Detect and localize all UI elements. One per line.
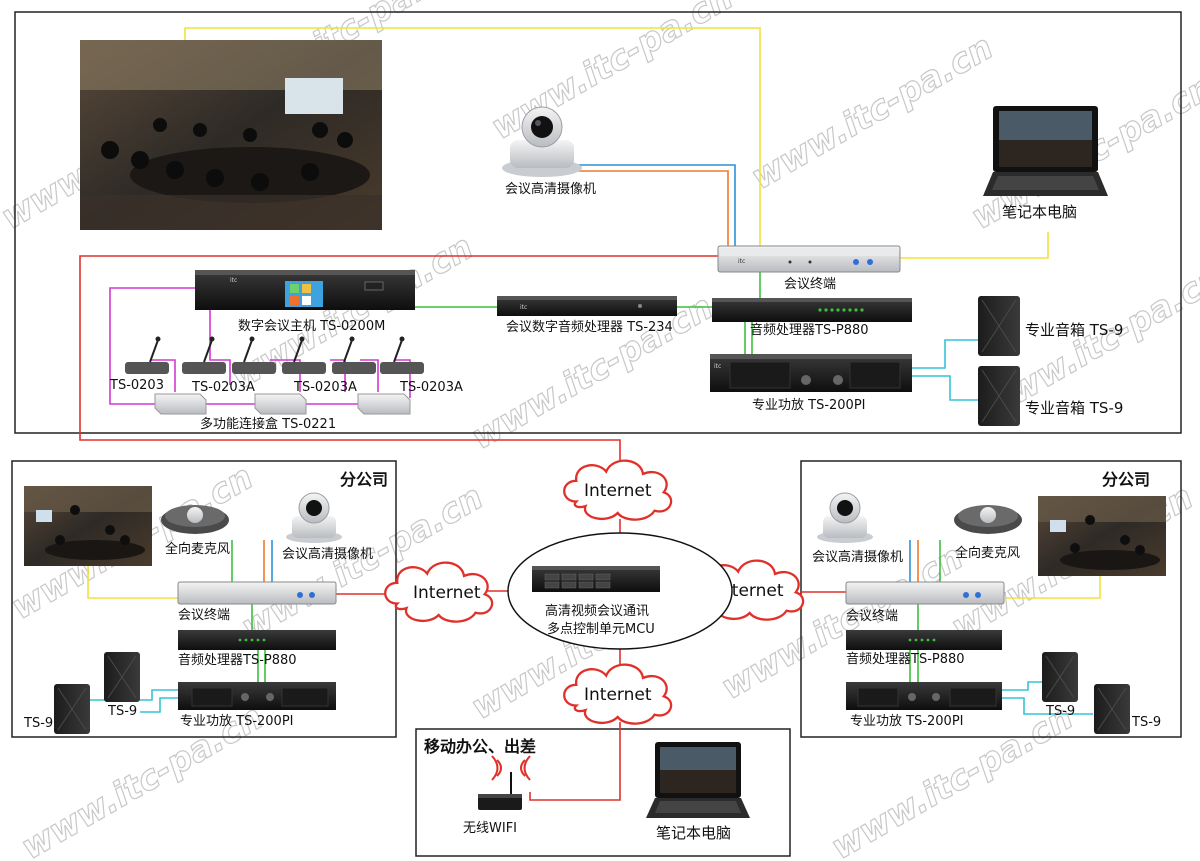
- hq-camera-label: 会议高清摄像机: [505, 181, 596, 197]
- internet-label-right: Internet: [716, 581, 784, 601]
- svg-text:itc: itc: [520, 304, 527, 311]
- branch-right-speaker-label-b: TS-9: [1131, 715, 1161, 730]
- hq-audio-processor-icon: [712, 298, 912, 322]
- hq-mic-delegate-label-2: TS-0203A: [293, 380, 357, 395]
- hq-mic-icon: [125, 336, 424, 374]
- branch-left-camera-icon: [286, 492, 342, 543]
- branch-left-camera-label: 会议高清摄像机: [282, 546, 373, 562]
- svg-text:itc: itc: [714, 363, 721, 370]
- hq-terminal-icon: itc: [717, 245, 901, 273]
- branch-left-speaker-label-a: TS-9: [107, 704, 137, 719]
- branch-left-audio-processor-icon: [178, 630, 336, 650]
- mobile-laptop-label: 笔记本电脑: [656, 824, 731, 842]
- branch-right-amplifier-icon: [846, 682, 1002, 710]
- hq-frame: [14, 11, 1182, 434]
- hq-mic-chair-label: TS-0203: [109, 378, 164, 393]
- branch-left-audio-processor-label: 音频处理器TS-P880: [178, 652, 297, 668]
- branch-left-terminal-label: 会议终端: [178, 607, 230, 623]
- branch-right-terminal-label: 会议终端: [846, 608, 898, 624]
- hq-host-icon: itc: [195, 270, 415, 310]
- internet-label-left: Internet: [413, 583, 481, 603]
- hq-dsp-label: 会议数字音频处理器 TS-234: [506, 319, 673, 335]
- branch-right-amplifier-label: 专业功放 TS-200PI: [850, 714, 964, 729]
- branch-left-speaker-icon: [54, 652, 140, 734]
- branch-left-terminal-icon: [177, 581, 337, 605]
- mcu-device-icon: [532, 566, 660, 592]
- branch-right-camera-label: 会议高清摄像机: [812, 549, 903, 565]
- branch-right-speaker-icon: [1042, 652, 1130, 734]
- branch-left-mic-icon: [161, 505, 229, 534]
- branch-left-speaker-label-b: TS-9: [23, 716, 53, 731]
- mcu-label-line1: 高清视频会议通讯: [545, 603, 649, 619]
- hq-dsp-icon: itc: [497, 296, 677, 316]
- internet-label-bottom: Internet: [584, 685, 652, 705]
- hq-mic-delegate-label-3: TS-0203A: [399, 380, 463, 395]
- branch-right-title: 分公司: [1102, 470, 1150, 489]
- hq-speaker-label-1: 专业音箱 TS-9: [1025, 321, 1123, 339]
- hq-camera-icon: [502, 106, 582, 177]
- branch-right-terminal-icon: [845, 581, 1005, 605]
- branch-right-mic-label: 全向麦克风: [955, 545, 1020, 561]
- svg-text:www.itc-pa.cn: www.itc-pa.cn: [745, 27, 1000, 197]
- hq-host-label: 数字会议主机 TS-0200M: [238, 319, 385, 334]
- hq-room-photo: [80, 40, 382, 230]
- branch-right-audio-processor-icon: [846, 630, 1002, 650]
- branch-right-mic-icon: [954, 505, 1022, 534]
- hq-speaker-label-2: 专业音箱 TS-9: [1025, 399, 1123, 417]
- hq-connection-box-label: 多功能连接盒 TS-0221: [200, 416, 336, 432]
- hq-amplifier-icon: itc: [710, 354, 912, 392]
- hq-laptop-icon: [983, 106, 1108, 196]
- wifi-router-icon: [478, 755, 531, 810]
- branch-left-amplifier-label: 专业功放 TS-200PI: [180, 714, 294, 729]
- branch-left-amplifier-icon: [178, 682, 336, 710]
- mobile-frame: [415, 728, 791, 857]
- hq-speaker-icon: [978, 296, 1020, 426]
- mobile-laptop-icon: [646, 742, 750, 818]
- branch-right-camera-icon: [817, 492, 873, 543]
- hq-connection-box-icon: [154, 393, 411, 415]
- hq-mic-delegate-label-1: TS-0203A: [191, 380, 255, 395]
- hq-laptop-label: 笔记本电脑: [1002, 203, 1077, 221]
- svg-text:itc: itc: [230, 277, 237, 284]
- branch-right-speaker-label-a: TS-9: [1045, 704, 1075, 719]
- hq-amplifier-label: 专业功放 TS-200PI: [752, 398, 866, 413]
- mcu-label-line2: 多点控制单元MCU: [547, 621, 655, 637]
- branch-left-mic-label: 全向麦克风: [165, 541, 230, 557]
- branch-left-title: 分公司: [340, 470, 388, 489]
- wifi-label: 无线WIFI: [463, 821, 517, 836]
- hq-terminal-label: 会议终端: [784, 276, 836, 292]
- branch-right-audio-processor-label: 音频处理器TS-P880: [846, 651, 965, 667]
- svg-text:itc: itc: [738, 258, 745, 265]
- internet-label-top: Internet: [584, 481, 652, 501]
- branch-left-room-photo: [24, 486, 152, 566]
- hq-audio-processor-label: 音频处理器TS-P880: [750, 322, 869, 338]
- branch-right-room-photo: [1038, 496, 1166, 576]
- mobile-title: 移动办公、出差: [424, 737, 536, 756]
